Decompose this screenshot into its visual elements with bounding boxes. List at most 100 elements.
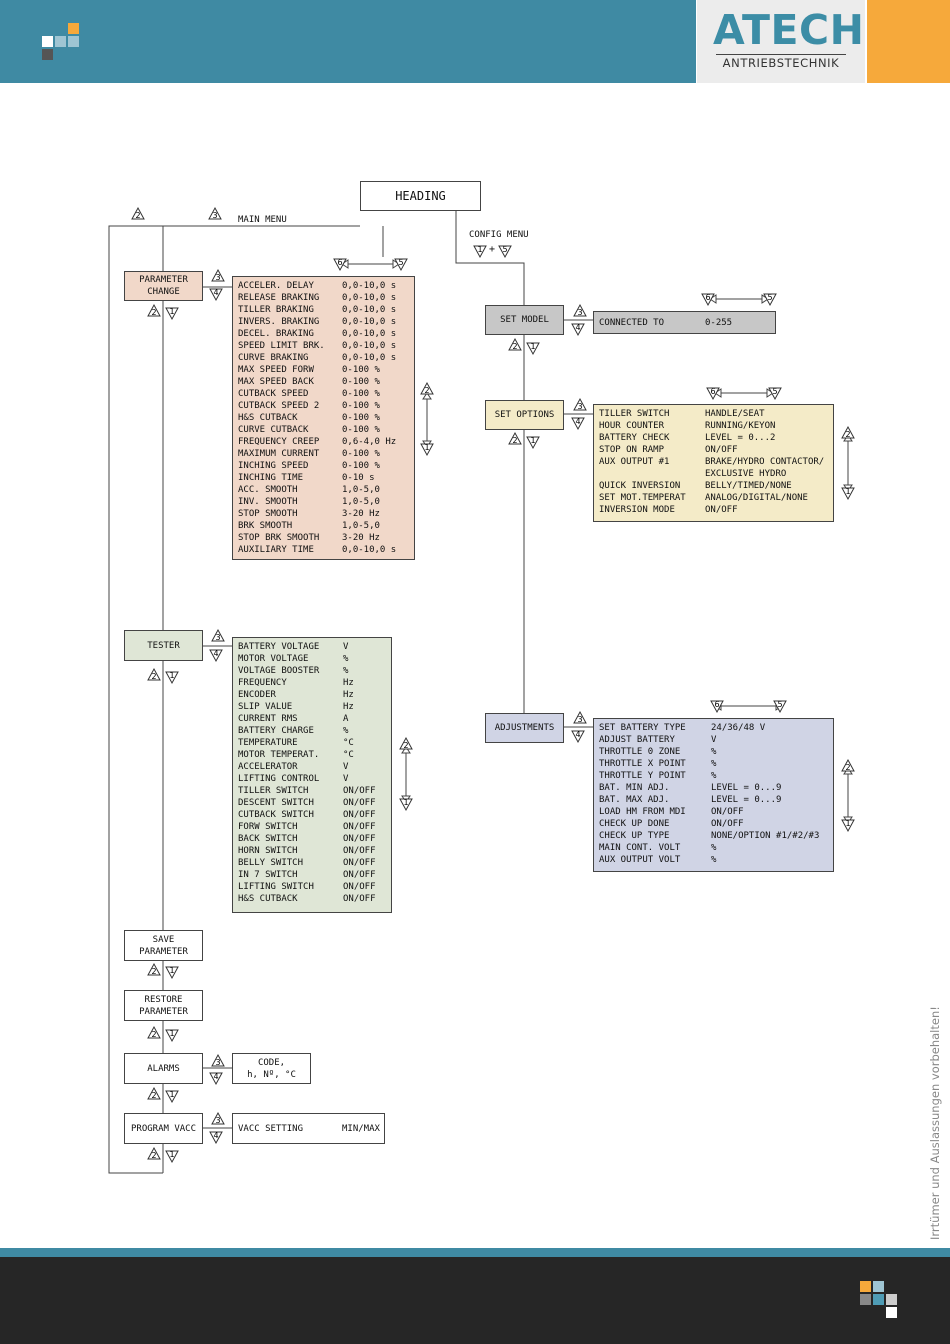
parameter-change-box: PARAMETER CHANGE bbox=[124, 271, 203, 301]
item-value: 0,0-10,0 s bbox=[342, 545, 397, 555]
item-value: 24/36/48 V bbox=[711, 723, 766, 733]
item-value: ON/OFF bbox=[343, 882, 376, 892]
list-item: BAT. MIN ADJ.LEVEL = 0...9 bbox=[599, 782, 833, 794]
item-value: 3-20 Hz bbox=[342, 509, 380, 519]
item-value: BELLY/TIMED/NONE bbox=[705, 481, 792, 491]
item-value: 0-100 % bbox=[342, 449, 380, 459]
item-value: Hz bbox=[343, 702, 354, 712]
key-triangle-icon: 2 bbox=[147, 1025, 161, 1039]
item-label: QUICK INVERSION bbox=[599, 481, 681, 491]
item-value: ANALOG/DIGITAL/NONE bbox=[705, 493, 808, 503]
item-label: THROTTLE X POINT bbox=[599, 759, 686, 769]
logo-square bbox=[886, 1294, 897, 1305]
adjustments-box: ADJUSTMENTS bbox=[485, 713, 564, 743]
key-triangle-icon: 6 bbox=[706, 387, 720, 401]
key-triangle-icon: 4 bbox=[209, 1131, 223, 1145]
item-value: ON/OFF bbox=[711, 807, 744, 817]
key-triangle-icon: 2 bbox=[399, 736, 413, 750]
header-bar bbox=[0, 0, 696, 83]
key-triangle-icon: 1 bbox=[165, 1150, 179, 1164]
item-label: SPEED LIMIT BRK. bbox=[238, 341, 325, 351]
key-number: 2 bbox=[151, 967, 156, 976]
plus-sign: + bbox=[489, 244, 496, 255]
list-item: THROTTLE X POINT% bbox=[599, 758, 833, 770]
item-value: °C bbox=[343, 738, 354, 748]
item-value: 0-100 % bbox=[342, 389, 380, 399]
heading-box: HEADING bbox=[360, 181, 481, 211]
key-triangle-icon: 3 bbox=[211, 268, 225, 282]
key-triangle-icon: 2 bbox=[508, 431, 522, 445]
key-triangle-icon: 2 bbox=[147, 303, 161, 317]
key-number: 2 bbox=[151, 1091, 156, 1100]
item-label: TILLER SWITCH bbox=[599, 409, 670, 419]
item-label: DESCENT SWITCH bbox=[238, 798, 314, 808]
item-value: 0-100 % bbox=[342, 425, 380, 435]
list-item: BAT. MAX ADJ.LEVEL = 0...9 bbox=[599, 794, 833, 806]
item-value: LEVEL = 0...2 bbox=[705, 433, 776, 443]
item-label: INCHING SPEED bbox=[238, 461, 309, 471]
item-label: ACC. SMOOTH bbox=[238, 485, 298, 495]
item-value: 0-100 % bbox=[342, 377, 380, 387]
list-item: AUX OUTPUT VOLT% bbox=[599, 854, 833, 866]
item-value: ON/OFF bbox=[343, 822, 376, 832]
key-number: 5 bbox=[398, 258, 403, 267]
key-triangle-icon: 2 bbox=[147, 1086, 161, 1100]
item-label: MOTOR VOLTAGE bbox=[238, 654, 309, 664]
item-value: 0-100 % bbox=[342, 365, 380, 375]
key-triangle-icon: 1 bbox=[526, 436, 540, 450]
item-value: ON/OFF bbox=[343, 810, 376, 820]
key-number: 6 bbox=[705, 293, 710, 302]
key-number: 1 bbox=[845, 487, 850, 496]
item-value: LEVEL = 0...9 bbox=[711, 795, 782, 805]
item-value: 0-100 % bbox=[342, 401, 380, 411]
key-number: 3 bbox=[212, 211, 217, 220]
key-number: 1 bbox=[169, 1150, 174, 1159]
item-label: ACCELER. DELAY bbox=[238, 281, 314, 291]
key-triangle-icon: 3 bbox=[573, 397, 587, 411]
key-triangle-icon: 4 bbox=[209, 649, 223, 663]
item-label: CURVE CUTBACK bbox=[238, 425, 309, 435]
key-triangle-icon: 5 bbox=[768, 387, 782, 401]
key-number: 6 bbox=[337, 258, 342, 267]
key-triangle-icon: 1 bbox=[165, 307, 179, 321]
key-triangle-icon: 2 bbox=[147, 1146, 161, 1160]
item-value: 0,0-10,0 s bbox=[342, 353, 397, 363]
key-number: 5 bbox=[502, 245, 507, 254]
item-label: CHECK UP DONE bbox=[599, 819, 670, 829]
item-value: Hz bbox=[343, 678, 354, 688]
brand-subtitle: ANTRIEBSTECHNIK bbox=[716, 54, 846, 70]
item-label: HOUR COUNTER bbox=[599, 421, 665, 431]
item-label: STOP SMOOTH bbox=[238, 509, 298, 519]
item-label: MAIN CONT. VOLT bbox=[599, 843, 681, 853]
item-label: BATTERY CHARGE bbox=[238, 726, 314, 736]
key-number: 2 bbox=[424, 386, 429, 395]
item-label: VACC SETTING bbox=[238, 1124, 304, 1134]
item-label: BACK SWITCH bbox=[238, 834, 298, 844]
save-parameter-box: SAVE PARAMETER bbox=[124, 930, 203, 961]
item-value: V bbox=[343, 774, 349, 784]
logo-square bbox=[42, 36, 53, 47]
key-number: 3 bbox=[215, 1058, 220, 1067]
key-number: 1 bbox=[477, 245, 482, 254]
item-value: V bbox=[343, 762, 349, 772]
key-triangle-icon: 1 bbox=[399, 798, 413, 812]
item-label: AUX OUTPUT VOLT bbox=[599, 855, 681, 865]
